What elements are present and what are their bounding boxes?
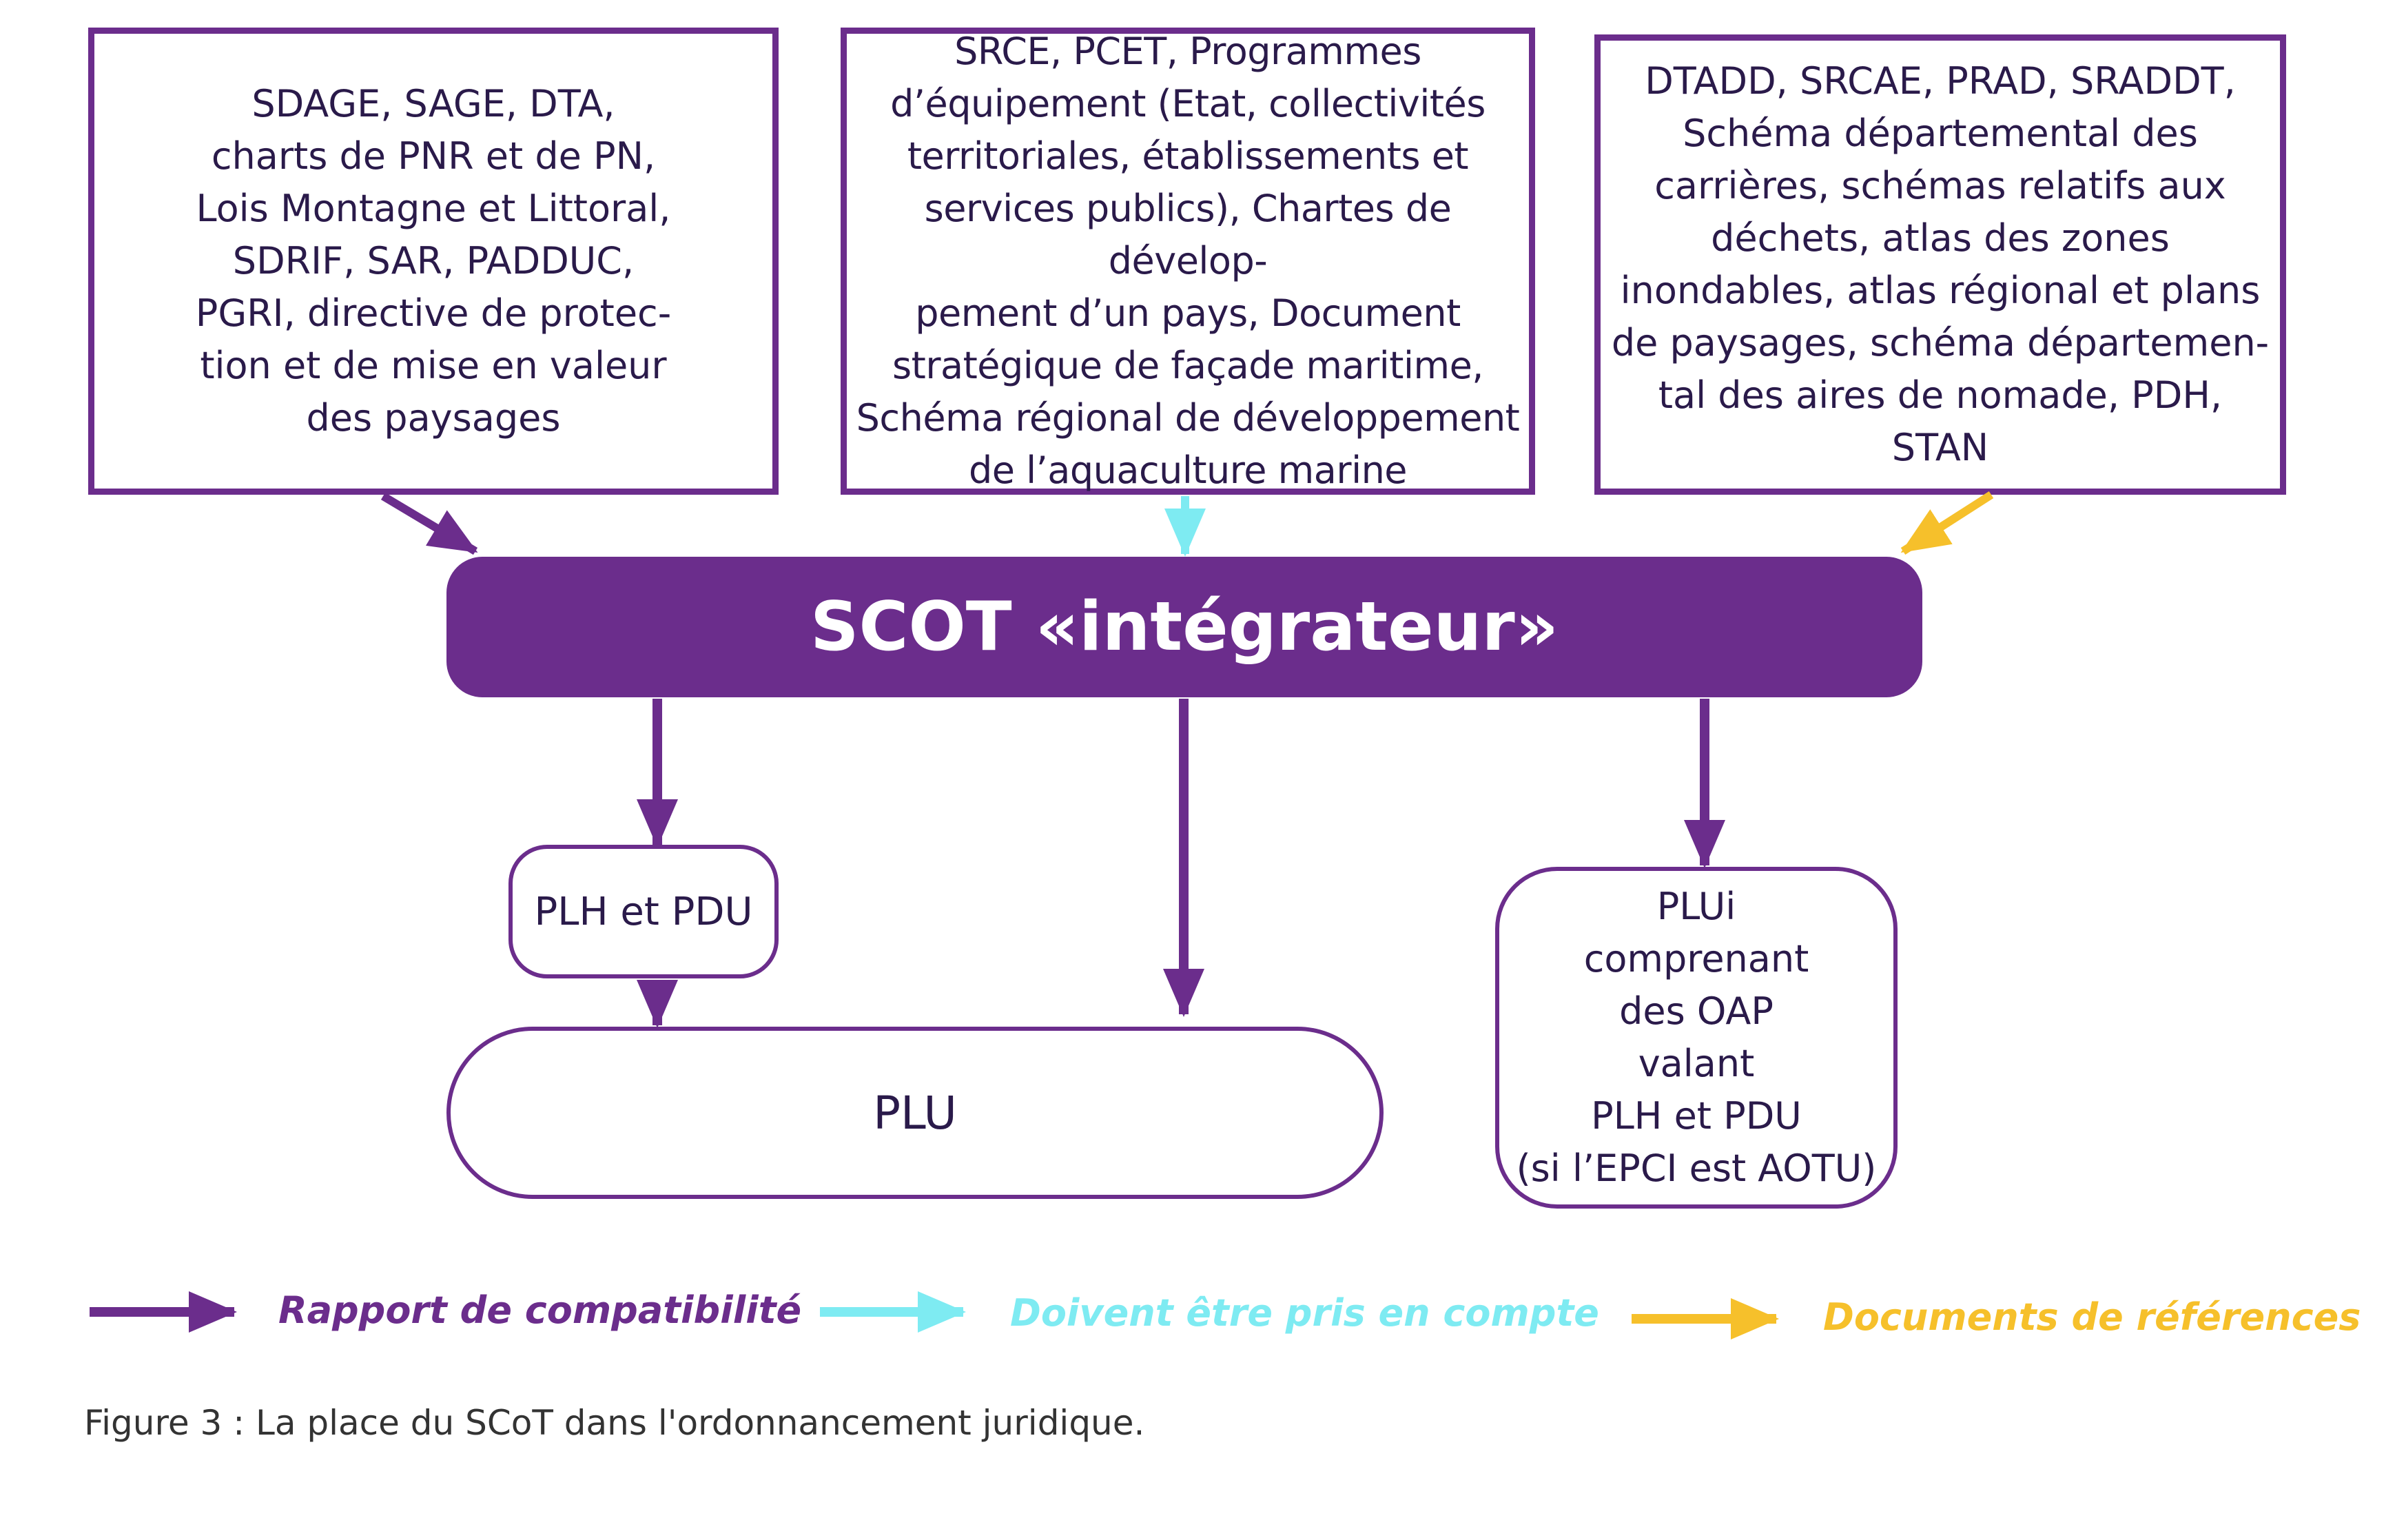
scot-integrateur-bar: SCOT «intégrateur» [446,557,1922,697]
figure-caption: Figure 3 : La place du SCoT dans l'ordon… [84,1403,1145,1443]
legend-compatibility-label: Rapport de compatibilité [278,1289,802,1332]
arrow-right-box-to-scot [1900,491,1994,555]
source-box-taken-into-account: SRCE, PCET, Programmes d’équipement (Eta… [841,28,1535,495]
source-box-references-text: DTADD, SRCAE, PRAD, SRADDT, Schéma dépar… [1611,59,2270,469]
plu-node: PLU [446,1027,1384,1199]
source-box-compatibility: SDAGE, SAGE, DTA, charts de PNR et de PN… [88,28,779,495]
source-box-taken-into-account-text: SRCE, PCET, Programmes d’équipement (Eta… [856,30,1520,492]
legend-taken-into-account-label: Doivent être pris en compte [1010,1291,1599,1335]
plui-label: PLUi comprenant des OAP valant PLH et PD… [1516,885,1877,1190]
scot-integrateur-label: SCOT «intégrateur» [810,588,1559,666]
plh-pdu-node: PLH et PDU [508,845,779,978]
source-box-references: DTADD, SRCAE, PRAD, SRADDT, Schéma dépar… [1594,34,2286,495]
plh-pdu-label: PLH et PDU [534,889,753,934]
plu-label: PLU [873,1086,957,1140]
source-box-compatibility-text: SDAGE, SAGE, DTA, charts de PNR et de PN… [195,82,672,440]
plui-node: PLUi comprenant des OAP valant PLH et PD… [1495,867,1898,1209]
legend-references-label: Documents de références [1823,1295,2361,1339]
arrow-left-box-to-scot [380,492,478,555]
